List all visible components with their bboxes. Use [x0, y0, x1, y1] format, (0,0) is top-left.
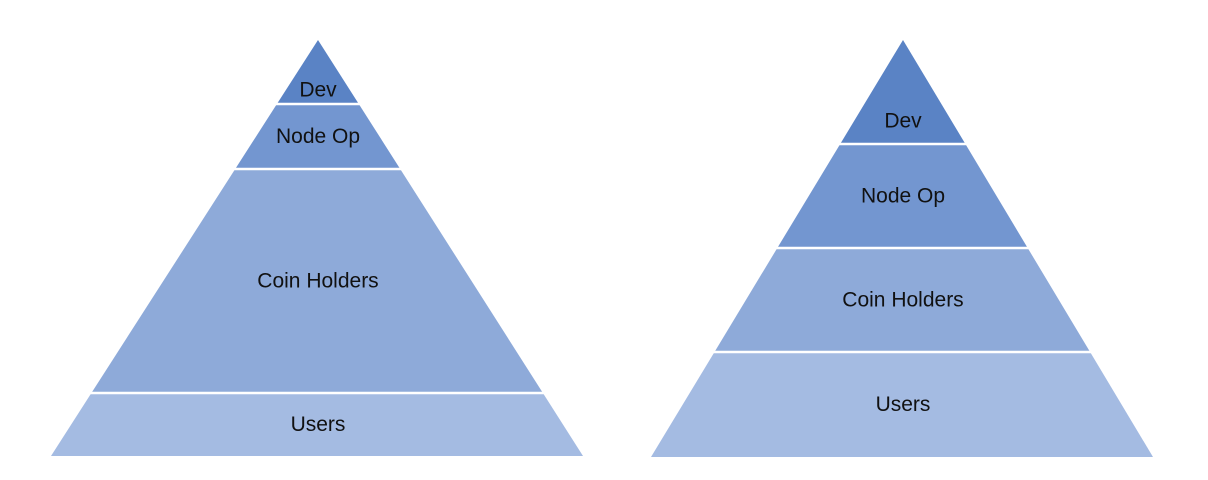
left-label-dev: Dev: [299, 78, 337, 101]
left-tier-dev: [276, 40, 359, 104]
left-tier-node-op: [235, 104, 401, 169]
right-tier-coin-holders: [714, 248, 1091, 352]
pyramid-right: Dev Node Op Coin Holders Users: [651, 40, 1153, 457]
right-label-users: Users: [876, 393, 931, 416]
right-tier-node-op: [777, 144, 1028, 248]
right-tier-dev: [840, 40, 966, 144]
left-tier-coin-holders: [91, 169, 543, 393]
right-label-dev: Dev: [884, 110, 922, 133]
right-tier-users: [651, 352, 1153, 457]
left-label-coin-holders: Coin Holders: [257, 270, 378, 293]
right-label-node-op: Node Op: [861, 185, 945, 208]
left-label-node-op: Node Op: [276, 125, 360, 148]
pyramid-left: Dev Node Op Coin Holders Users: [51, 40, 583, 456]
right-label-coin-holders: Coin Holders: [842, 289, 963, 312]
left-tier-users: [51, 393, 583, 456]
left-label-users: Users: [291, 413, 346, 436]
